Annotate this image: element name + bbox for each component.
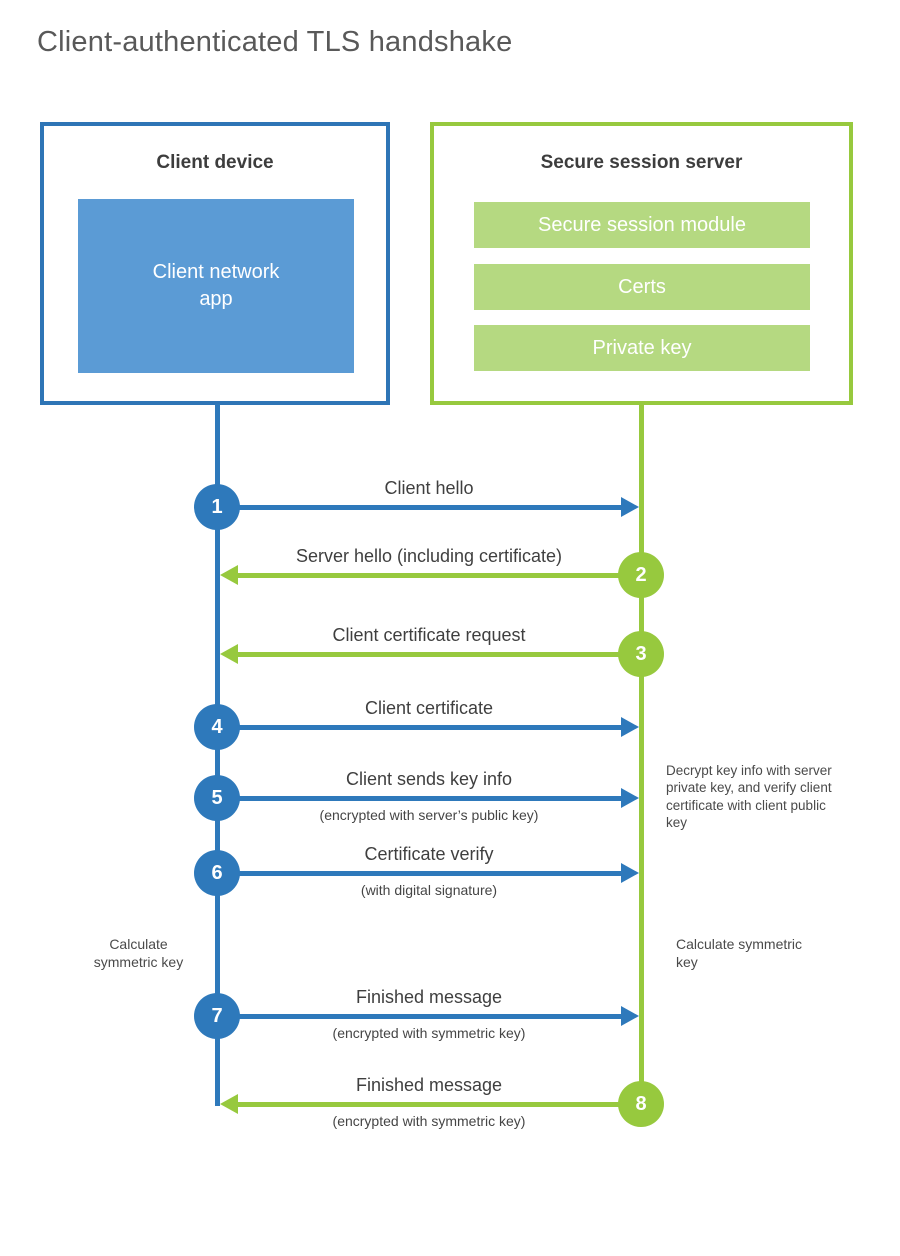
- step-label-7: Finished message: [355, 987, 503, 1007]
- module-bar-private-key: Private key: [474, 325, 810, 371]
- step-label-3: Client certificate request: [332, 625, 526, 645]
- step-circle-2: 2: [618, 552, 664, 598]
- step-label-8: Finished message: [355, 1075, 503, 1095]
- module-bar-secure-session-module: Secure session module: [474, 202, 810, 248]
- step-label-1: Client hello: [384, 478, 474, 498]
- arrow-line-step-2: [238, 573, 641, 578]
- step-circle-3: 3: [618, 631, 664, 677]
- step-number: 4: [211, 716, 223, 738]
- client-lifeline: [215, 404, 220, 1106]
- page-title: Client-authenticated TLS handshake: [37, 26, 513, 58]
- step-label-2: Server hello (including certificate): [295, 546, 563, 566]
- step-number: 8: [635, 1093, 647, 1115]
- step-circle-7: 7: [194, 993, 240, 1039]
- step-circle-5: 5: [194, 775, 240, 821]
- client-device-title: Client device: [156, 152, 274, 173]
- server-title: Secure session server: [540, 152, 743, 173]
- step-label-4: Client certificate: [364, 698, 494, 718]
- arrow-line-step-5: [217, 796, 621, 801]
- arrow-line-step-1: [217, 505, 621, 510]
- calculate-symmetric-key-right: Calculate symmetric key: [676, 936, 803, 970]
- server-lifeline: [639, 404, 644, 1106]
- step-circle-6: 6: [194, 850, 240, 896]
- step-label-6: Certificate verify: [364, 844, 494, 864]
- step-number: 1: [211, 496, 223, 518]
- step-circle-4: 4: [194, 704, 240, 750]
- arrow-line-step-4: [217, 725, 621, 730]
- step-number: 3: [635, 643, 647, 665]
- step-sublabel-7: (encrypted with symmetric key): [332, 1025, 526, 1041]
- step-number: 5: [211, 787, 223, 809]
- arrow-head-right-icon: [621, 788, 639, 808]
- arrow-head-left-icon: [220, 644, 238, 664]
- arrow-head-left-icon: [220, 565, 238, 585]
- step-number: 2: [635, 564, 647, 586]
- arrow-head-right-icon: [621, 863, 639, 883]
- step-circle-1: 1: [194, 484, 240, 530]
- step-circle-8: 8: [618, 1081, 664, 1127]
- server-box: Secure session server Secure session mod…: [430, 122, 853, 405]
- module-bar-certs: Certs: [474, 264, 810, 310]
- arrow-line-step-3: [238, 652, 641, 657]
- decrypt-key-note: Decrypt key info with server private key…: [666, 763, 832, 830]
- step-label-5: Client sends key info: [345, 769, 513, 789]
- client-network-app-label: Client network app: [152, 261, 280, 310]
- arrow-line-step-8: [238, 1102, 641, 1107]
- arrow-line-step-7: [217, 1014, 621, 1019]
- arrow-head-right-icon: [621, 1006, 639, 1026]
- step-number: 6: [211, 862, 223, 884]
- calculate-symmetric-key-left: Calculate symmetric key: [93, 936, 184, 970]
- client-network-app-rect: Client network app: [78, 199, 354, 373]
- arrow-head-left-icon: [220, 1094, 238, 1114]
- step-sublabel-6: (with digital signature): [360, 882, 498, 898]
- step-sublabel-8: (encrypted with symmetric key): [332, 1113, 526, 1129]
- client-device-box: Client device Client network app: [40, 122, 390, 405]
- arrow-head-right-icon: [621, 497, 639, 517]
- step-number: 7: [211, 1005, 223, 1027]
- arrow-line-step-6: [217, 871, 621, 876]
- arrow-head-right-icon: [621, 717, 639, 737]
- step-sublabel-5: (encrypted with server’s public key): [319, 807, 539, 823]
